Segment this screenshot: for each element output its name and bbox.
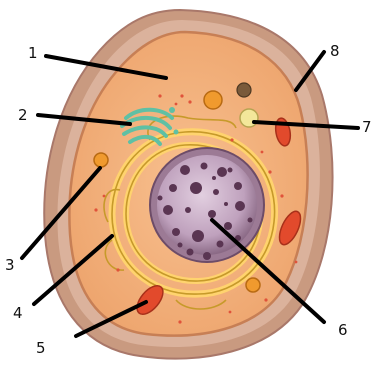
label-5: 5 (36, 339, 46, 357)
label-7: 7 (362, 118, 372, 136)
label-6: 6 (338, 321, 348, 339)
label-4: 4 (13, 304, 23, 322)
label-3: 3 (5, 256, 15, 274)
label-1: 1 (28, 44, 38, 62)
label-8: 8 (330, 42, 340, 60)
label-2: 2 (18, 106, 28, 124)
nucleus (150, 148, 264, 262)
